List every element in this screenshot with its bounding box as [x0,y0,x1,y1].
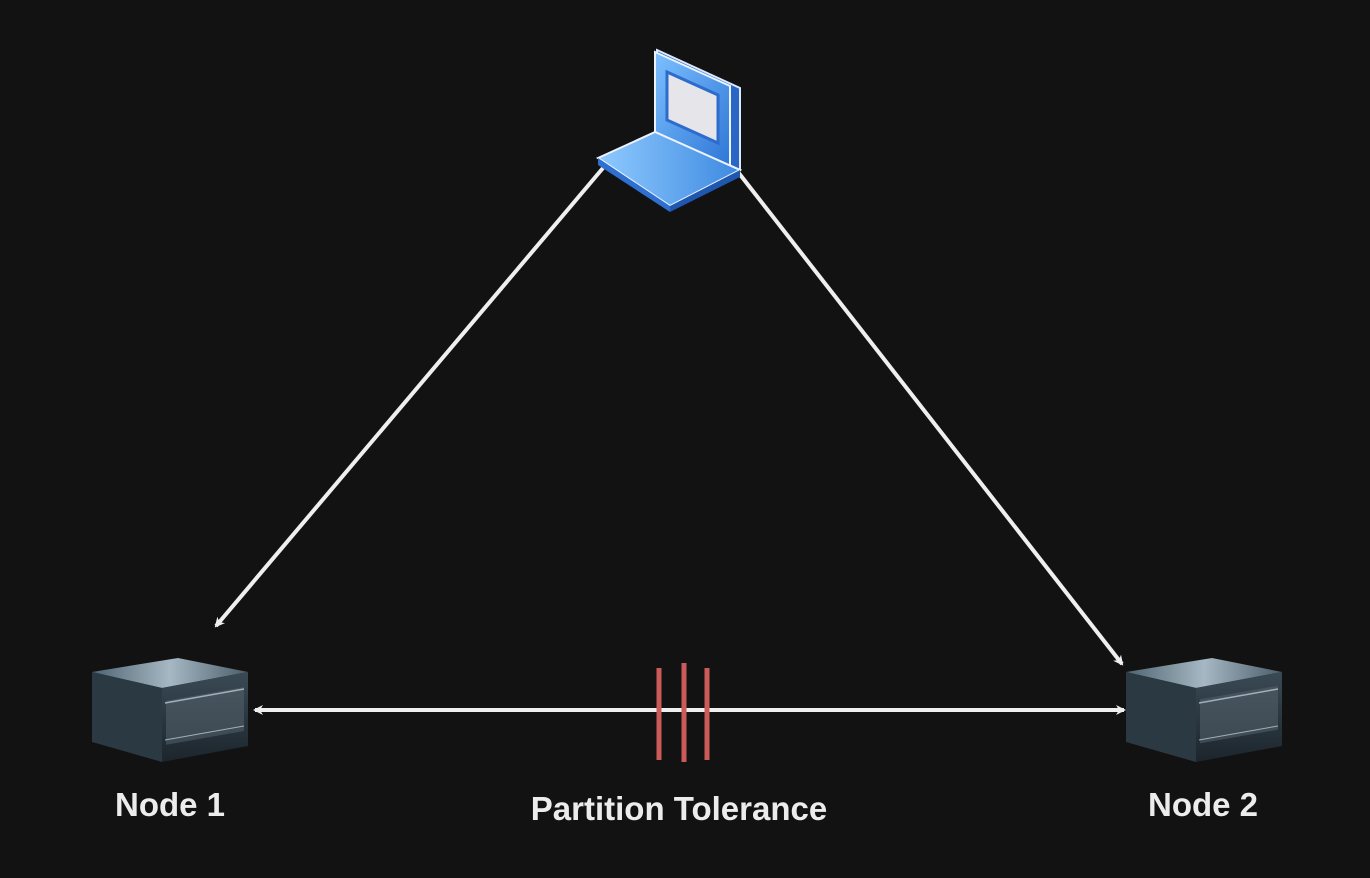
node1-label: Node 1 [115,786,225,823]
client-to-node2-arrow [736,170,1124,666]
node2-label: Node 2 [1148,786,1258,823]
node1-server-icon [92,658,248,762]
node2-server-icon [1126,658,1282,762]
partition-break-marker [656,663,710,762]
laptop-icon [595,48,743,212]
client-to-node1-arrow [214,166,605,628]
partition-tolerance-label: Partition Tolerance [531,790,827,827]
